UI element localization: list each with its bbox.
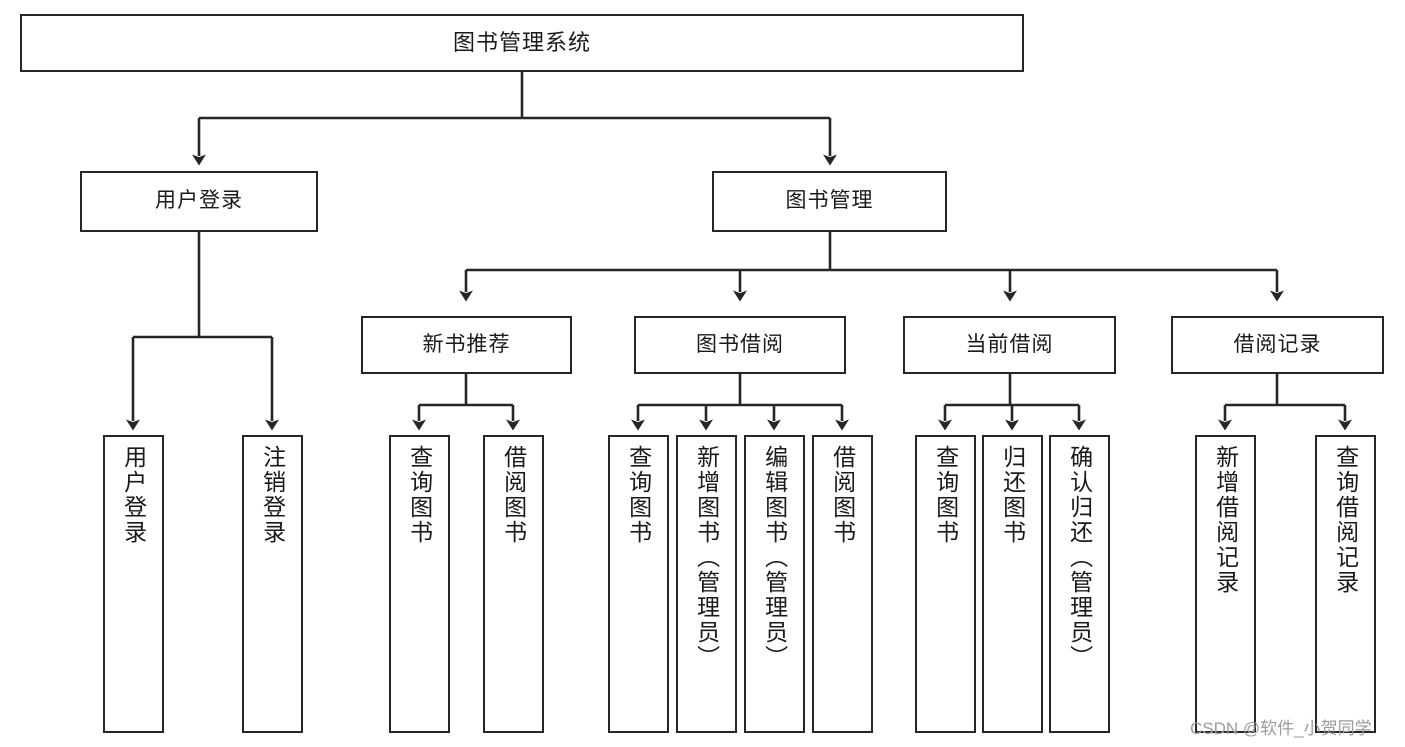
node-leaf-add-record[interactable]: 新增借阅记录 [1195, 435, 1256, 733]
watermark-text: CSDN @软件_小贺同学 [1190, 719, 1372, 738]
node-label: 查询图书 [406, 445, 433, 545]
node-label: 注销登录 [259, 445, 286, 545]
node-label: 确认归还（管理员） [1066, 445, 1093, 670]
node-leaf-query-record[interactable]: 查询借阅记录 [1315, 435, 1376, 733]
node-leaf-return-book[interactable]: 归还图书 [982, 435, 1043, 733]
node-leaf-add-book[interactable]: 新增图书（管理员） [676, 435, 737, 733]
node-new-book-rec[interactable]: 新书推荐 [361, 316, 572, 374]
node-label: 借阅图书 [829, 445, 856, 545]
node-leaf-query-book-3[interactable]: 查询图书 [915, 435, 976, 733]
node-leaf-confirm-return[interactable]: 确认归还（管理员） [1049, 435, 1110, 733]
node-leaf-user-logout[interactable]: 注销登录 [242, 435, 303, 733]
node-label: 借阅记录 [1233, 332, 1322, 356]
node-label: 编辑图书（管理员） [761, 445, 788, 670]
node-label: 当前借阅 [965, 332, 1054, 356]
node-leaf-query-book-2[interactable]: 查询图书 [608, 435, 669, 733]
node-root-system[interactable]: 图书管理系统 [20, 14, 1024, 72]
node-book-manage[interactable]: 图书管理 [712, 171, 947, 232]
node-label: 图书管理 [785, 189, 874, 213]
node-label: 归还图书 [999, 445, 1026, 545]
node-label: 查询借阅记录 [1332, 445, 1359, 595]
node-label: 用户登录 [120, 445, 147, 545]
node-book-borrow[interactable]: 图书借阅 [634, 316, 846, 374]
node-label: 新书推荐 [422, 332, 511, 356]
node-label: 图书借阅 [696, 332, 784, 356]
node-leaf-borrow-book-1[interactable]: 借阅图书 [483, 435, 544, 733]
node-leaf-edit-book[interactable]: 编辑图书（管理员） [744, 435, 805, 733]
node-label: 借阅图书 [500, 445, 527, 545]
node-user-login[interactable]: 用户登录 [80, 171, 318, 232]
node-current-borrow[interactable]: 当前借阅 [903, 316, 1116, 374]
node-borrow-record[interactable]: 借阅记录 [1171, 316, 1384, 374]
node-label: 查询图书 [625, 445, 652, 545]
node-label: 用户登录 [155, 189, 243, 213]
node-leaf-borrow-book-2[interactable]: 借阅图书 [812, 435, 873, 733]
node-label: 图书管理系统 [452, 30, 591, 56]
node-leaf-user-login[interactable]: 用户登录 [103, 435, 164, 733]
node-label: 新增借阅记录 [1212, 445, 1239, 595]
node-label: 查询图书 [932, 445, 959, 545]
node-label: 新增图书（管理员） [693, 445, 720, 670]
node-leaf-query-book-1[interactable]: 查询图书 [389, 435, 450, 733]
